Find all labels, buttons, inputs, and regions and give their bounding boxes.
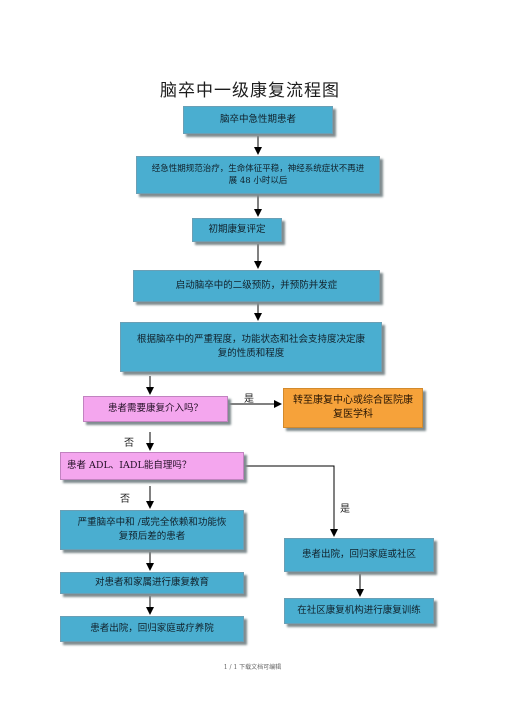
node-decide-nature: 根据脑卒中的严重程度，功能状态和社会支持度决定康 复的性质和程度 [120, 322, 382, 372]
node-family-education: 对患者和家属进行康复教育 [60, 572, 244, 594]
node-severe-dependence-line2: 复预后差的患者 [118, 531, 186, 542]
node-transfer: 转至康复中心或综合医院康 复医学科 [283, 388, 423, 428]
node-standard-treatment-line2: 展 48 小时以后 [228, 176, 288, 186]
node-community-training: 在社区康复机构进行康复训练 [284, 598, 434, 624]
label-yes-adl: 是 [340, 504, 350, 515]
node-severe-dependence: 严重脑卒中和 /或完全依赖和功能恢 复预后差的患者 [60, 510, 244, 550]
label-yes-transfer: 是 [244, 394, 254, 405]
node-standard-treatment: 经急性期规范治疗，生命体征平稳，神经系统症状不再进 展 48 小时以后 [136, 156, 380, 194]
node-adl-question: 患者 ADL、IADL能自理吗？ [60, 452, 244, 480]
node-decide-nature-line2: 复的性质和程度 [217, 348, 285, 359]
node-family-education-text: 对患者和家属进行康复教育 [94, 577, 209, 589]
node-secondary-prevention-text: 启动脑卒中的二级预防，并预防并发症 [175, 280, 338, 292]
node-adl-question-text: 患者 ADL、IADL能自理吗？ [67, 460, 192, 472]
node-initial-assessment: 初期康复评定 [192, 218, 282, 242]
node-discharge-nursing-text: 患者出院，回归家庭或疗养院 [90, 623, 214, 635]
node-standard-treatment-line1: 经急性期规范治疗，生命体征平稳，神经系统症状不再进 [151, 163, 365, 174]
node-discharge-community-text: 患者出院，回归家庭或社区 [301, 549, 416, 561]
label-no-rehab: 否 [124, 438, 134, 449]
node-decide-nature-line1: 根据脑卒中的严重程度，功能状态和社会支持度决定康 [136, 334, 365, 346]
node-secondary-prevention: 启动脑卒中的二级预防，并预防并发症 [133, 270, 380, 302]
node-acute-patient: 脑卒中急性期患者 [183, 106, 333, 134]
node-transfer-line1: 转至康复中心或综合医院康 [293, 394, 413, 406]
node-discharge-nursing: 患者出院，回归家庭或疗养院 [60, 616, 244, 642]
label-no-adl: 否 [120, 494, 130, 505]
node-initial-assessment-text: 初期康复评定 [208, 224, 266, 236]
node-transfer-line2: 复医学科 [333, 409, 373, 420]
node-discharge-community: 患者出院，回归家庭或社区 [284, 538, 434, 572]
node-severe-dependence-line1: 严重脑卒中和 /或完全依赖和功能恢 [77, 517, 227, 529]
page-title: 脑卒中一级康复流程图 [160, 81, 340, 101]
node-need-rehab-question-text: 患者需要康复介入吗？ [107, 403, 203, 415]
arrow-adl-to-community [244, 465, 338, 537]
node-acute-patient-text: 脑卒中急性期患者 [219, 114, 296, 126]
page-footer: 1 / 1 下载文档可编辑 [223, 664, 282, 671]
node-community-training-text: 在社区康复机构进行康复训练 [297, 605, 421, 617]
node-need-rehab-question: 患者需要康复介入吗？ [83, 396, 228, 422]
